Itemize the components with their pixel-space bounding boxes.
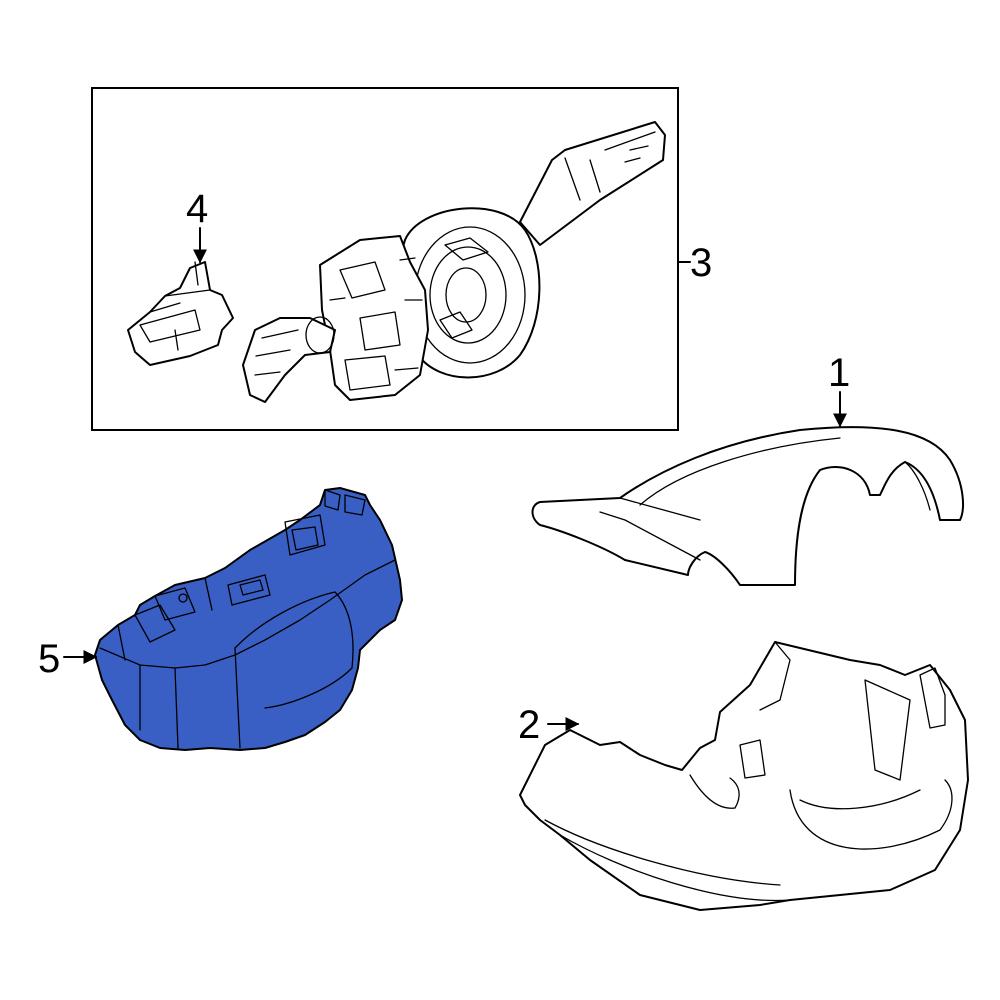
part-3-multifunction-switch[interactable] (242, 121, 666, 403)
part-4-switch[interactable] (127, 261, 234, 366)
callout-leaders (63, 227, 847, 731)
callout-3: 3 (690, 241, 712, 285)
callout-2: 2 (518, 703, 540, 747)
callout-1: 1 (828, 351, 850, 395)
part-1-upper-shroud[interactable] (531, 426, 964, 586)
part-5-switch-housing[interactable] (94, 487, 403, 751)
inset-box (91, 87, 679, 431)
part-2-lower-shroud[interactable] (519, 641, 969, 911)
callout-5: 5 (38, 637, 60, 681)
callout-4: 4 (186, 187, 208, 231)
